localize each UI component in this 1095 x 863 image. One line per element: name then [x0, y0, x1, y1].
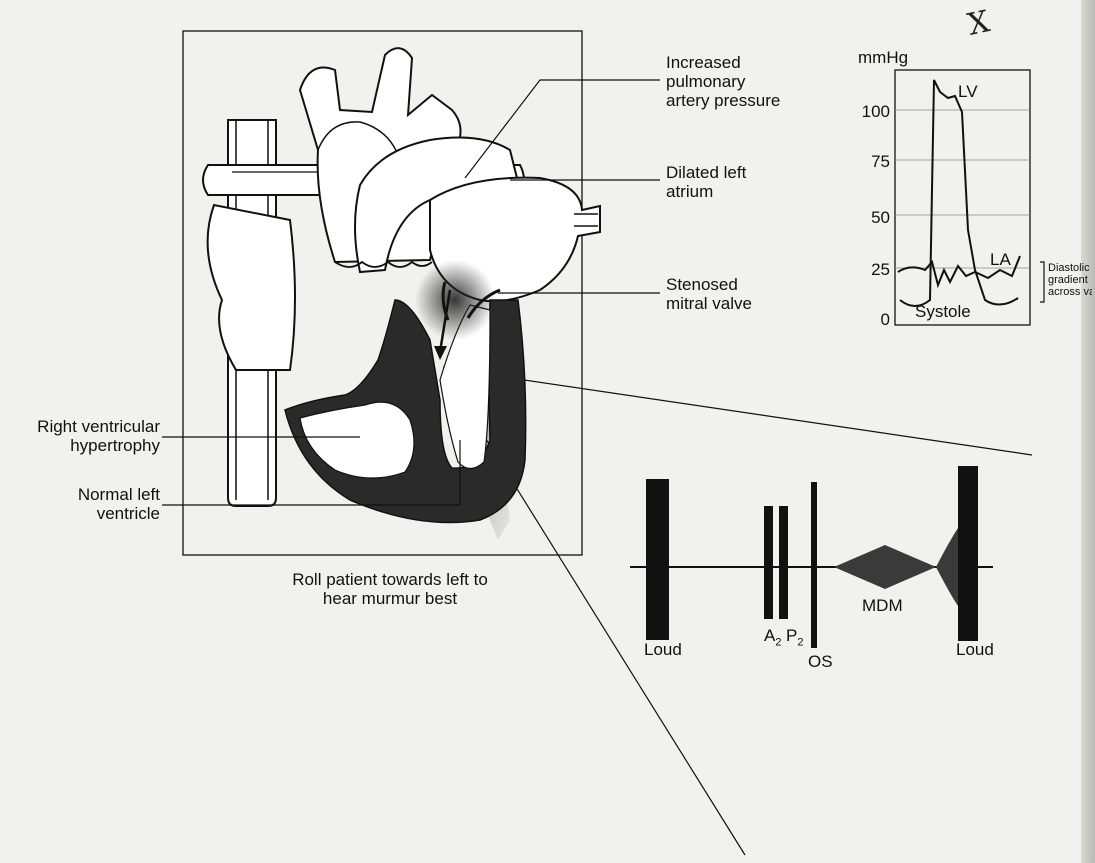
- p2-bar: [779, 506, 788, 619]
- s1-loud-bar-2: [958, 466, 978, 641]
- s1-label: Loud: [644, 640, 682, 659]
- os-label: OS: [808, 652, 833, 671]
- os-bar: [811, 482, 817, 648]
- mdm-label: MDM: [862, 596, 903, 615]
- mdm-murmur: [834, 545, 936, 589]
- p2-label: P2: [786, 626, 803, 652]
- s1-label-2: Loud: [956, 640, 994, 659]
- presystolic-accentuation: [936, 528, 958, 606]
- a2-bar: [764, 506, 773, 619]
- a2-label: A2: [764, 626, 781, 652]
- s1-loud-bar: [646, 479, 669, 640]
